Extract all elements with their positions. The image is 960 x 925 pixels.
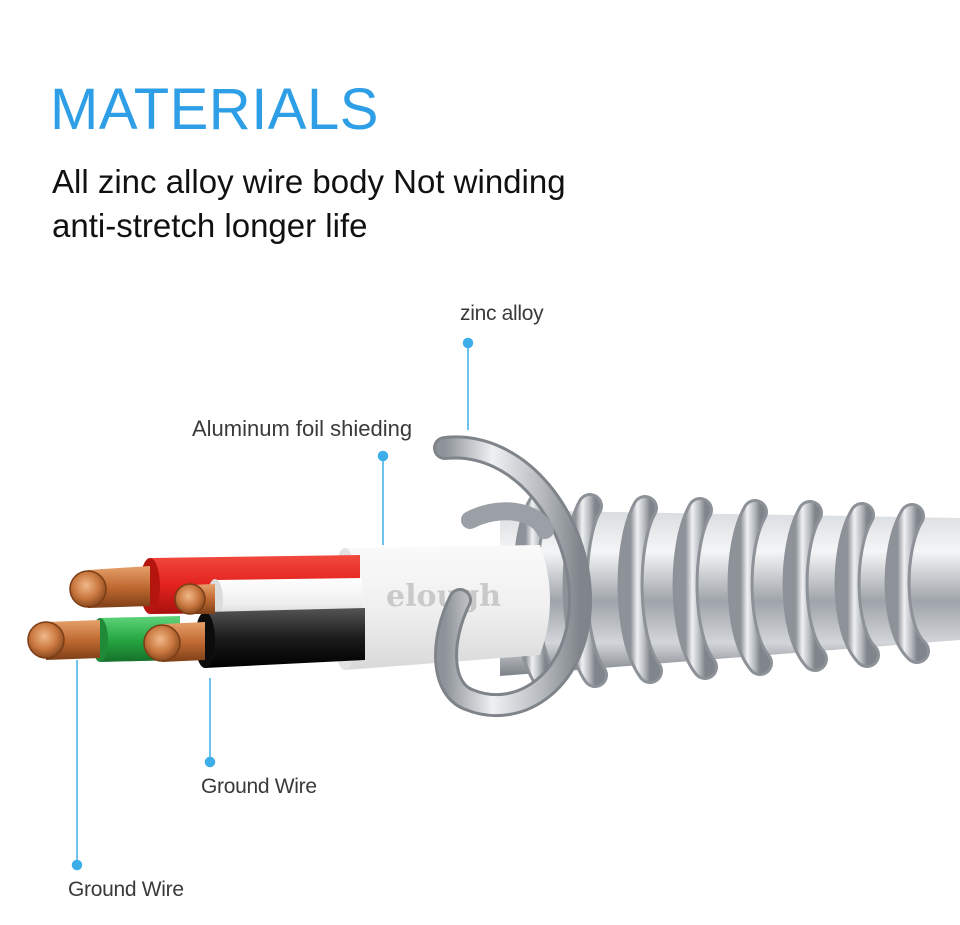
wire-black [195,608,365,668]
callout-ground-wire-inner: Ground Wire [201,775,317,798]
callout-aluminum-foil: Aluminum foil shieding [192,416,413,441]
copper-conductor-green [27,620,100,660]
spiral-loose-ring [433,435,593,717]
callout-leaders [71,337,474,871]
copper-conductor-black [143,622,205,662]
page-title: MATERIALS [50,77,379,142]
leader-dot-zinc-alloy [462,337,474,349]
leader-dot-ground-inner [204,756,216,768]
leader-dot-ground-outer [71,859,83,871]
subtitle-line-2: anti-stretch longer life [52,207,368,244]
copper-conductor-red [69,566,150,608]
subtitle-line-1: All zinc alloy wire body Not winding [52,163,566,200]
callout-ground-wire-outer: Ground Wire [68,878,184,901]
leader-dot-aluminum-foil [377,450,389,462]
callout-zinc-alloy: zinc alloy [460,302,544,325]
subtitle: All zinc alloy wire body Not winding ant… [52,160,672,248]
copper-conductor-white [174,583,215,615]
